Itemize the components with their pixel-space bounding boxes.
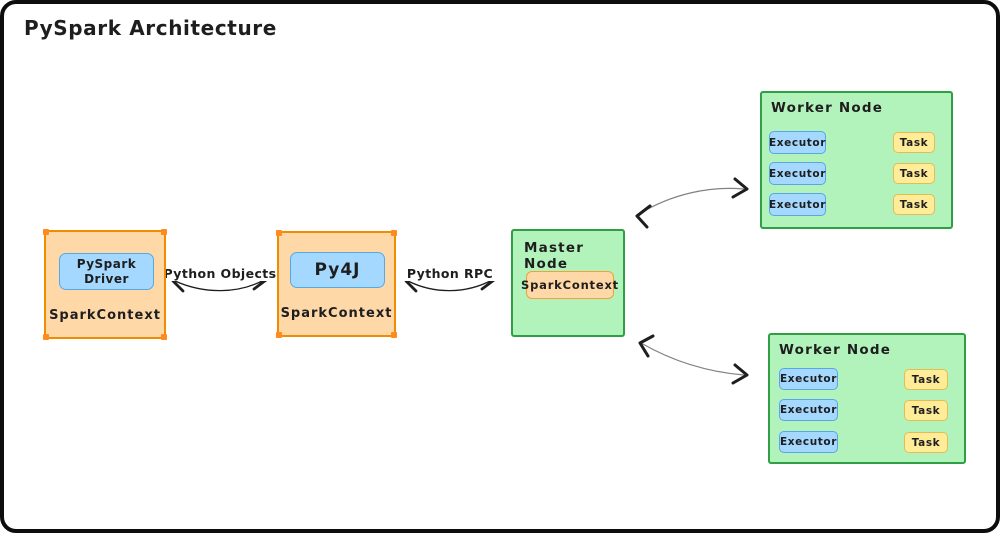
pyspark-driver-inner-box: PySpark Driver xyxy=(59,253,154,290)
corner-accent xyxy=(276,332,282,338)
corner-accent xyxy=(161,334,167,340)
worker-bottom-title: Worker Node xyxy=(779,342,892,358)
task-box: Task xyxy=(904,432,948,453)
executor-box: Executor xyxy=(779,431,838,453)
worker-node-bottom: Worker Node Executor Task Executor Task … xyxy=(768,333,966,464)
corner-accent xyxy=(43,229,49,235)
worker-top-title: Worker Node xyxy=(771,100,884,116)
py4j-inner-box: Py4J xyxy=(290,252,385,288)
py4j-box: Py4J SparkContext xyxy=(276,230,397,338)
task-box: Task xyxy=(904,369,948,390)
edge-label-python-rpc: Python RPC xyxy=(403,266,497,281)
task-box: Task xyxy=(893,194,935,215)
master-sparkcontext-box: SparkContext xyxy=(521,271,618,299)
executor-box: Executor xyxy=(779,368,838,390)
corner-accent xyxy=(43,334,49,340)
task-box: Task xyxy=(904,400,948,421)
pyspark-driver-box: PySpark Driver SparkContext xyxy=(43,229,167,340)
arrow-master-worker-bottom xyxy=(638,334,749,385)
corner-accent xyxy=(391,230,397,236)
executor-box: Executor xyxy=(769,162,826,185)
diagram-title: PySpark Architecture xyxy=(24,16,277,40)
arrow-master-worker-top xyxy=(635,177,749,229)
driver-sparkcontext-label: SparkContext xyxy=(49,308,161,323)
master-node-title: Master Node xyxy=(524,240,585,272)
corner-accent xyxy=(161,229,167,235)
edge-label-python-objects: Python Objects xyxy=(160,266,280,281)
executor-box: Executor xyxy=(779,399,838,421)
task-box: Task xyxy=(893,163,935,184)
corner-accent xyxy=(276,230,282,236)
executor-box: Executor xyxy=(769,193,826,216)
pyspark-driver-label-line1: PySpark xyxy=(76,256,137,271)
py4j-label: Py4J xyxy=(314,260,361,280)
pyspark-driver-label-line2: Driver xyxy=(84,271,129,286)
worker-node-top: Worker Node Executor Task Executor Task … xyxy=(760,91,953,229)
master-node-box: Master Node SparkContext xyxy=(511,229,625,337)
task-box: Task xyxy=(893,132,935,153)
corner-accent xyxy=(391,332,397,338)
py4j-sparkcontext-label: SparkContext xyxy=(280,306,393,321)
executor-box: Executor xyxy=(769,131,826,154)
